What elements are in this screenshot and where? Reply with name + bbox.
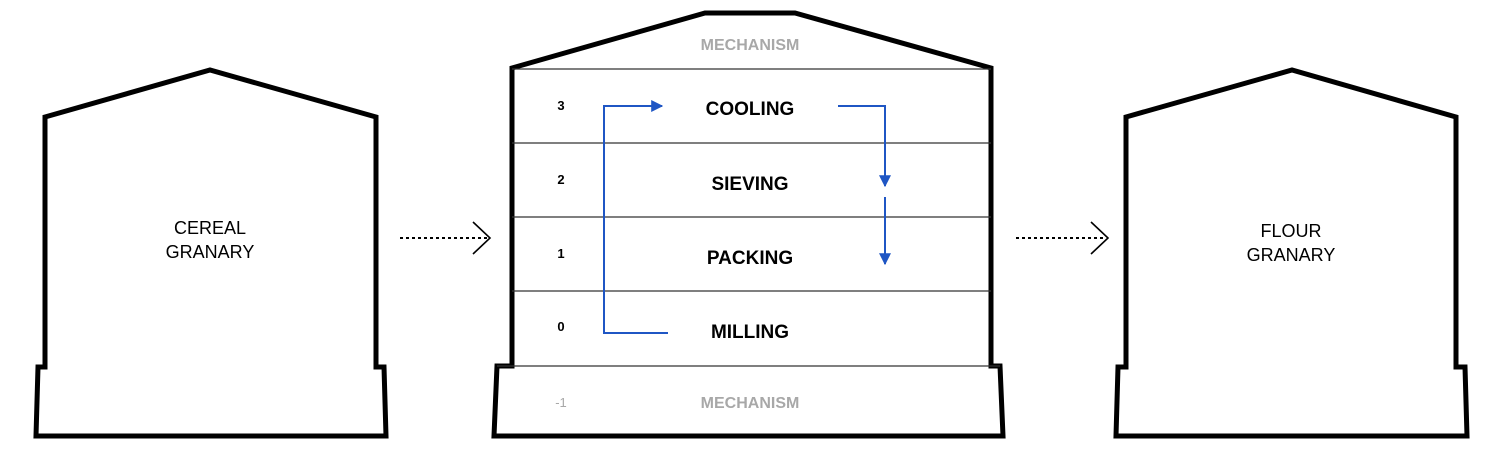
floor-number-2: 2 bbox=[557, 172, 564, 187]
floor-label-sieving: SIEVING bbox=[711, 174, 788, 195]
flow-arrow-to-flour-granary bbox=[1016, 221, 1110, 255]
flow-arrow-cooling-to-sieving bbox=[838, 105, 891, 188]
floor-number-basement: -1 bbox=[555, 395, 567, 410]
mill-outline bbox=[491, 10, 1006, 439]
floor-number-3: 3 bbox=[557, 98, 564, 113]
mechanism-bottom-label: MECHANISM bbox=[701, 395, 800, 412]
cereal-granary-outline bbox=[33, 67, 389, 439]
flow-arrow-to-mill bbox=[400, 221, 492, 255]
floor-label-milling: MILLING bbox=[711, 322, 789, 343]
mechanism-top-label: MECHANISM bbox=[701, 37, 800, 54]
floor-number-1: 1 bbox=[557, 246, 564, 261]
flour-granary-outline bbox=[1113, 67, 1470, 439]
flour-granary-building: FLOUR GRANARY bbox=[1113, 67, 1470, 439]
floor-label-cooling: COOLING bbox=[706, 99, 795, 120]
cereal-granary-building: CEREAL GRANARY bbox=[33, 67, 389, 439]
floor-number-0: 0 bbox=[557, 319, 564, 334]
flow-arrow-milling-to-cooling bbox=[603, 100, 668, 334]
floor-label-packing: PACKING bbox=[707, 248, 793, 269]
cereal-granary-label-line1: CEREAL bbox=[174, 218, 246, 238]
flour-granary-label-line2: GRANARY bbox=[1247, 245, 1336, 265]
mill-building: MECHANISM MECHANISM 3 2 1 0 -1 COOLING S… bbox=[491, 10, 1006, 439]
cereal-granary-label-line2: GRANARY bbox=[166, 242, 255, 262]
flour-granary-label-line1: FLOUR bbox=[1260, 221, 1321, 241]
